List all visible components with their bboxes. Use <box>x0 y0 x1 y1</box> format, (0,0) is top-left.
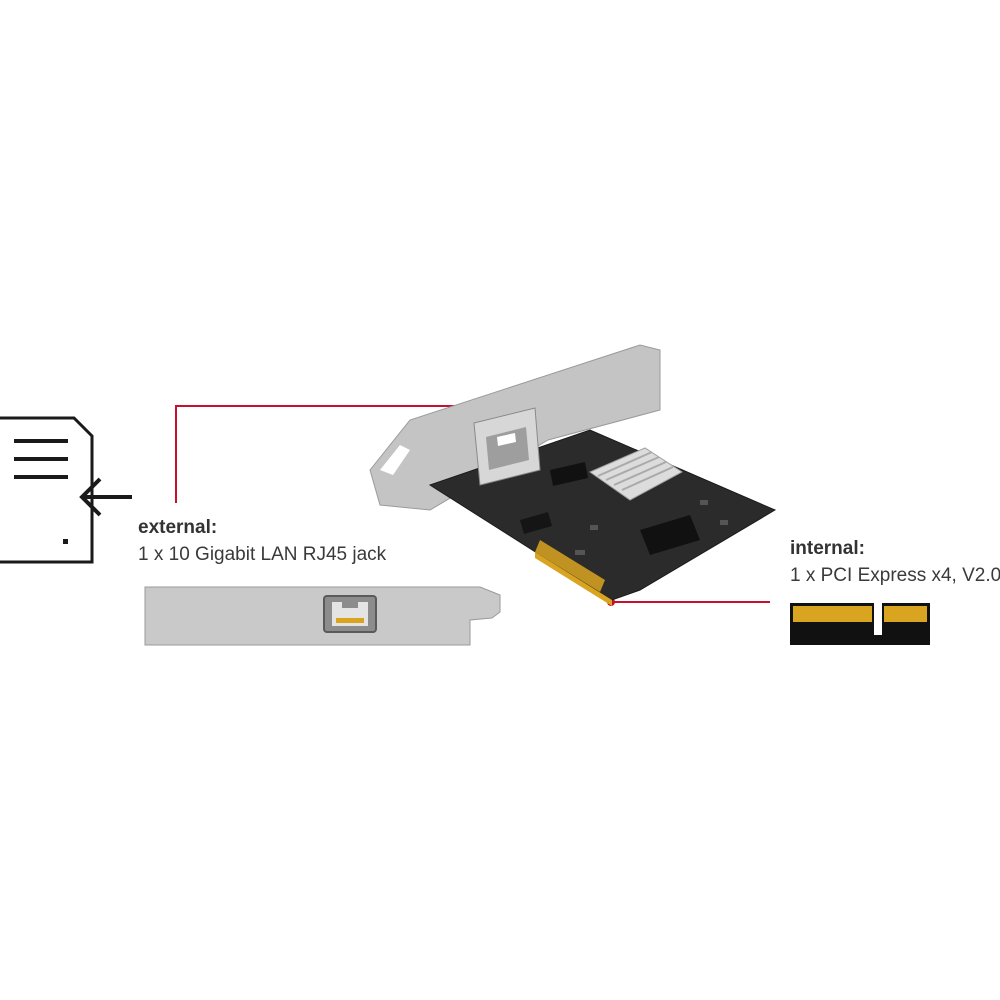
card-heatsink <box>588 447 683 501</box>
internal-callout-line <box>607 598 770 606</box>
document-icon <box>0 416 94 564</box>
external-description: 1 x 10 Gigabit LAN RJ45 jack <box>138 544 387 565</box>
bracket-front-view <box>144 586 501 646</box>
card-rj45-jack <box>473 407 541 486</box>
internal-description: 1 x PCI Express x4, V2.0 <box>790 565 1000 586</box>
pcie-connector-icon <box>790 603 930 645</box>
pcie-card <box>369 344 777 606</box>
rj45-port-icon <box>323 595 377 633</box>
arrow-left-icon <box>79 477 132 517</box>
internal-title: internal: <box>790 538 865 559</box>
external-title: external: <box>138 517 218 538</box>
